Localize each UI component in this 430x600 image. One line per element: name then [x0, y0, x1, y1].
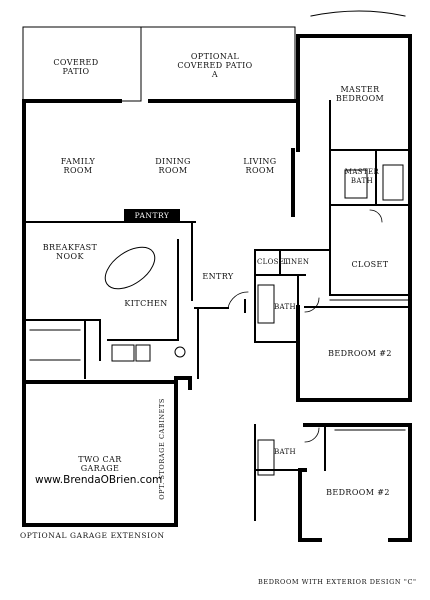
entry-label: ENTRY: [202, 272, 234, 281]
closet-label: CLOSET: [257, 258, 290, 266]
kitchen-label: KITCHEN: [124, 299, 168, 308]
two-car-garage-label: TWO CAR GARAGE: [78, 455, 122, 473]
master-closet-label: CLOSET: [351, 260, 389, 269]
garage-extension-caption: OPTIONAL GARAGE EXTENSION: [20, 531, 165, 540]
master-bath-label: MASTER BATH: [344, 168, 380, 185]
website-watermark: www.BrendaOBrien.com: [35, 474, 163, 486]
master-bedroom-label: MASTER BEDROOM: [335, 85, 385, 103]
alt-bath-label: BATH: [274, 448, 296, 456]
optional-covered-patio-label: OPTIONAL COVERED PATIO A: [177, 52, 253, 79]
door-swings: [227, 209, 383, 443]
living-room-label: LIVING ROOM: [243, 157, 277, 175]
dining-room-label: DINING ROOM: [155, 157, 191, 175]
fixtures: [29, 164, 411, 476]
family-room-label: FAMILY ROOM: [60, 157, 96, 175]
interior-walls: [23, 100, 411, 521]
breakfast-nook-label: BREAKFAST NOOK: [42, 243, 98, 261]
bedroom-2-label: BEDROOM #2: [328, 349, 392, 358]
linen-label: LINEN: [283, 258, 310, 266]
exterior-walls: [22, 34, 412, 542]
bath-label: BATH: [274, 303, 296, 311]
exterior-design-caption: BEDROOM WITH EXTERIOR DESIGN "C": [258, 578, 417, 586]
covered-patio-label: COVERED PATIO: [53, 58, 99, 76]
walls: [22, 10, 412, 542]
pantry-label: PANTRY: [124, 209, 180, 222]
alt-bedroom-2-label: BEDROOM #2: [326, 488, 390, 497]
